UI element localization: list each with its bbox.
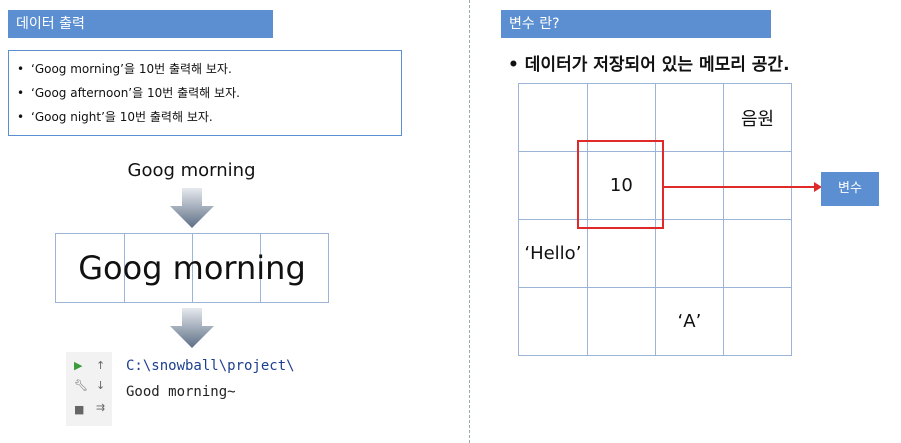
- vertical-divider: [469, 0, 470, 443]
- down-arrow-icon: [170, 188, 214, 228]
- pointer-arrow: [664, 182, 822, 192]
- scroll-down-icon[interactable]: ↓: [96, 379, 106, 392]
- section-header-data-output: 데이터 출력: [8, 10, 273, 38]
- memory-cell-variable: 10: [586, 151, 656, 220]
- ide-run-console: ▶ ↑ 🔧︎ ↓ ■ ⇉ C:\snowball\project\ Good m…: [66, 352, 316, 426]
- variable-label-box: 변수: [821, 172, 879, 206]
- goog-morning-large-text: Goog morning: [78, 249, 306, 287]
- memory-cell: 음원: [723, 83, 792, 152]
- bullet-item: •‘Goog morning’을 10번 출력해 보자.: [17, 62, 232, 76]
- memory-cell: ‘Hello’: [518, 219, 588, 288]
- console-toolbar: [66, 352, 112, 426]
- console-output: Good morning~: [126, 384, 236, 400]
- definition-text: 데이터가 저장되어 있는 메모리 공간.: [524, 55, 790, 75]
- soft-wrap-icon[interactable]: ⇉: [96, 401, 106, 414]
- wrench-icon[interactable]: 🔧︎: [74, 379, 88, 392]
- bullet-item: •‘Goog afternoon’을 10번 출력해 보자.: [17, 86, 240, 100]
- bullet-list: •‘Goog morning’을 10번 출력해 보자. •‘Goog afte…: [8, 50, 402, 136]
- definition-bullet: • 데이터가 저장되어 있는 메모리 공간.: [508, 55, 790, 75]
- run-icon[interactable]: ▶: [74, 359, 83, 372]
- down-arrow-icon: [170, 308, 214, 348]
- section-header-variable: 변수 란?: [501, 10, 771, 38]
- goog-morning-label: Goog morning: [127, 160, 256, 181]
- bullet-text: ‘Goog night’을 10번 출력해 보자.: [31, 110, 213, 124]
- memory-cell: ‘A’: [654, 287, 725, 356]
- console-path: C:\snowball\project\: [126, 358, 295, 374]
- scroll-up-icon[interactable]: ↑: [96, 359, 106, 372]
- variable-highlight-box: [577, 140, 664, 229]
- bullet-item: •‘Goog night’을 10번 출력해 보자.: [17, 110, 213, 124]
- stop-icon[interactable]: ■: [74, 403, 85, 416]
- bullet-text: ‘Goog morning’을 10번 출력해 보자.: [31, 62, 232, 76]
- character-boxes: [55, 233, 329, 303]
- bullet-text: ‘Goog afternoon’을 10번 출력해 보자.: [31, 86, 240, 100]
